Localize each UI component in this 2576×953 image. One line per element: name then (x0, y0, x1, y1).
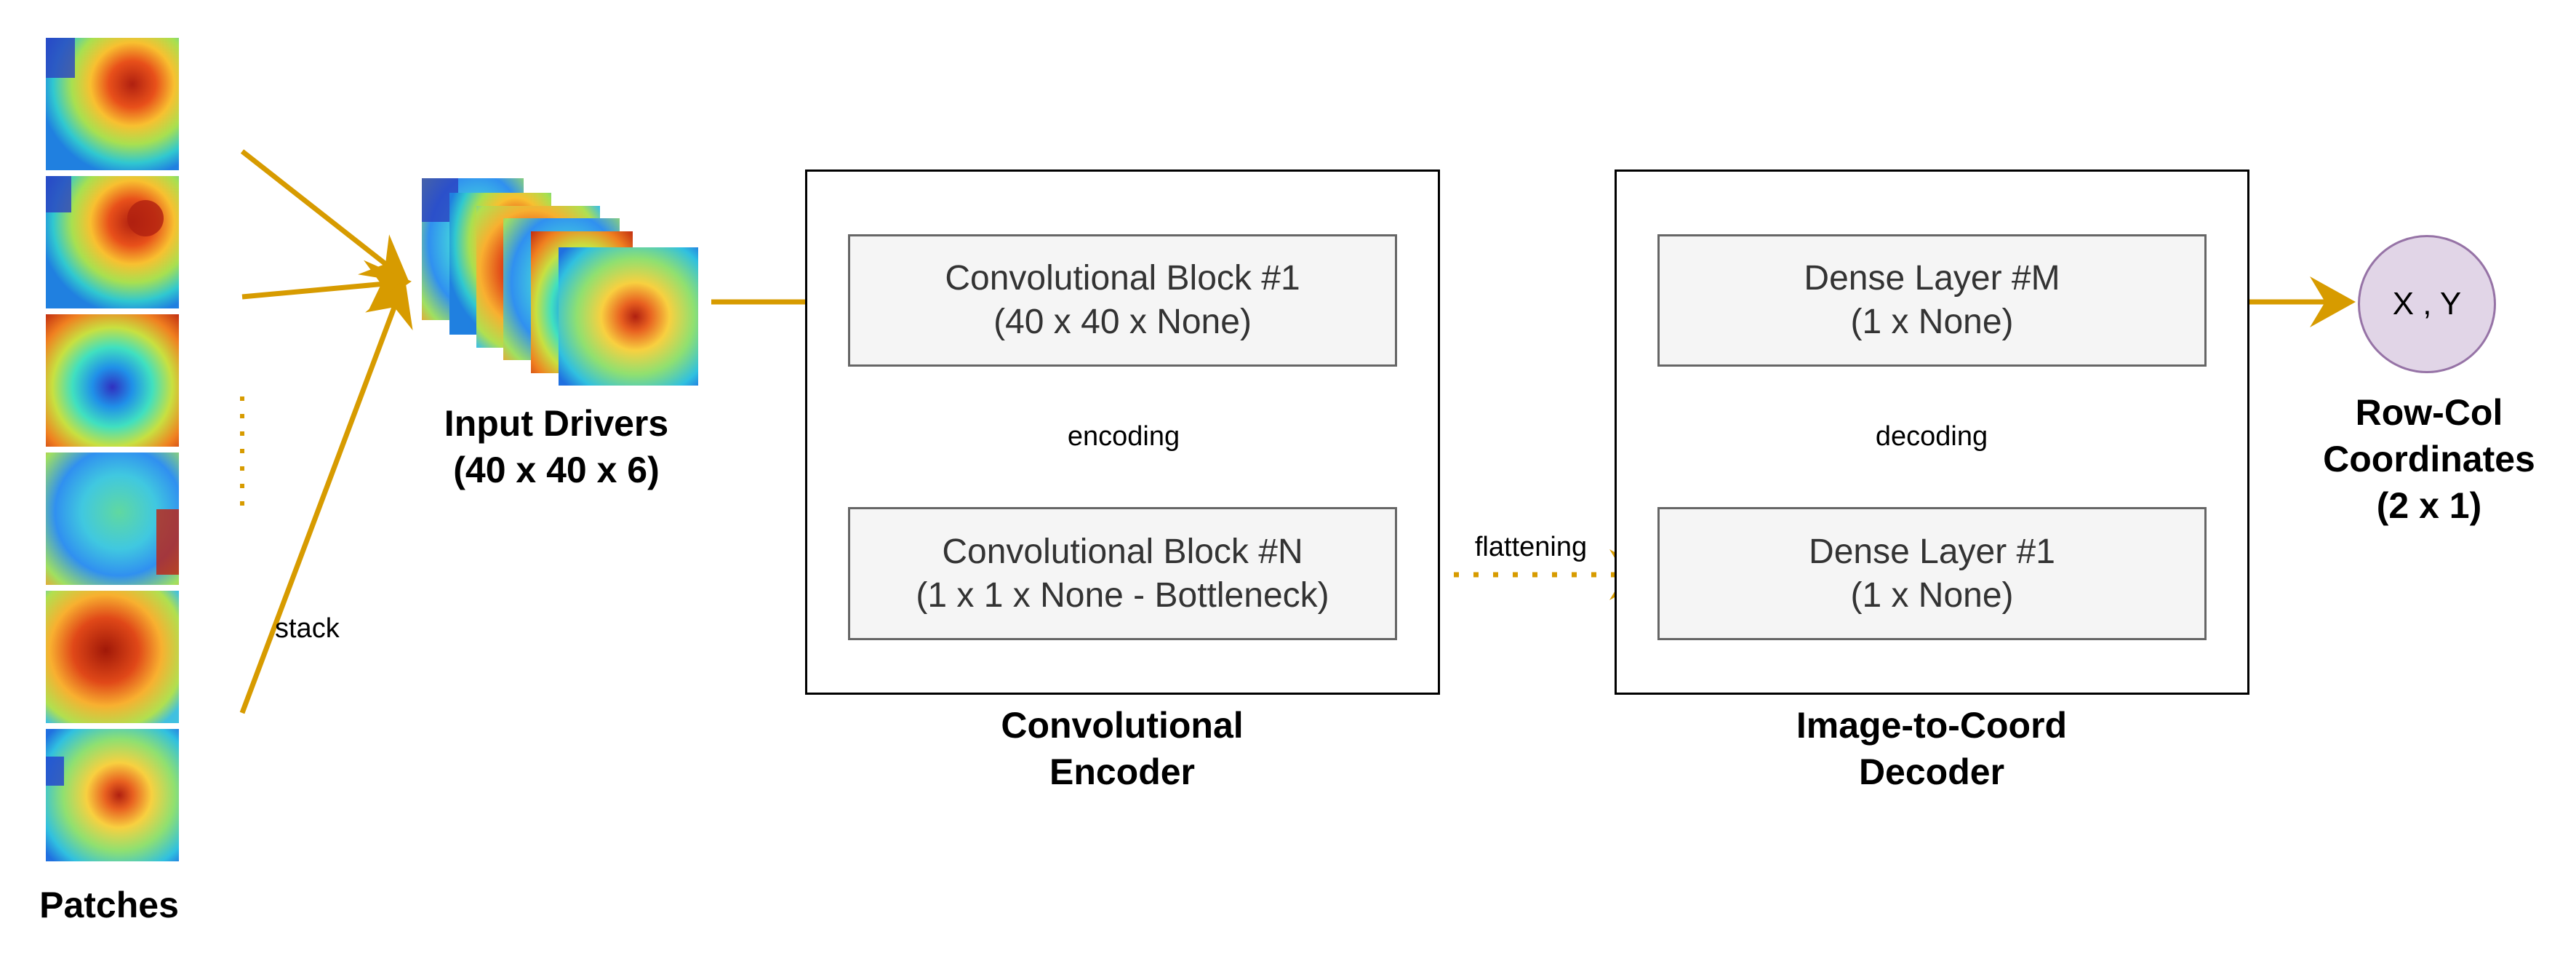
patch-image (46, 38, 179, 170)
input-drivers-label: Input Drivers (40 x 40 x 6) (385, 400, 727, 493)
decoder-title-line2: Decoder (1858, 751, 2005, 792)
input-drivers-shape: (40 x 40 x 6) (453, 450, 660, 490)
output-label-line2: Coordinates (2323, 439, 2535, 479)
conv-block-last[interactable]: Convolutional Block #N (1 x 1 x None - B… (848, 507, 1397, 640)
patch-image (46, 591, 179, 723)
dense-layer-bottom-shape: (1 x None) (1850, 575, 2014, 615)
output-label: Row-Col Coordinates (2 x 1) (2291, 389, 2567, 529)
encoder-title-line1: Convolutional (1001, 705, 1244, 746)
conv-block-first-title: Convolutional Block #1 (945, 259, 1300, 298)
patch-image (46, 452, 179, 585)
conv-block-last-shape: (1 x 1 x None - Bottleneck) (916, 575, 1329, 615)
patches-stack (46, 38, 179, 861)
stack-label: stack (275, 613, 340, 644)
conv-block-first[interactable]: Convolutional Block #1 (40 x 40 x None) (848, 234, 1397, 367)
stack-arrow (241, 260, 412, 311)
dense-layer-top-title: Dense Layer #M (1804, 259, 2060, 298)
input-drivers-title: Input Drivers (444, 403, 669, 444)
encoder-title-line2: Encoder (1049, 751, 1196, 792)
output-label-line1: Row-Col (2355, 392, 2503, 433)
dense-layer-top-shape: (1 x None) (1850, 303, 2014, 341)
patch-image (46, 314, 179, 447)
patch-image (46, 729, 179, 861)
stack-arrow (239, 278, 413, 714)
encoding-label: encoding (1018, 420, 1229, 452)
conv-block-last-title: Convolutional Block #N (942, 532, 1303, 571)
input-drivers-stack (422, 178, 698, 386)
conv-block-first-shape: (40 x 40 x None) (993, 303, 1252, 341)
decoding-label: decoding (1825, 420, 2038, 452)
output-node[interactable]: X , Y (2358, 235, 2496, 373)
encoder-title: Convolutional Encoder (868, 702, 1377, 795)
decoder-title: Image-to-Coord Decoder (1677, 702, 2186, 795)
dense-layer-bottom-title: Dense Layer #1 (1809, 532, 2055, 571)
decoder-title-line1: Image-to-Coord (1796, 705, 2068, 746)
dense-layer-top[interactable]: Dense Layer #M (1 x None) (1657, 234, 2207, 367)
patch-image (46, 176, 179, 308)
patches-label: Patches (39, 885, 179, 925)
flattening-label: flattening (1474, 532, 1588, 562)
stack-arrow (240, 149, 410, 283)
output-label-line3: (2 x 1) (2376, 485, 2482, 526)
dense-layer-bottom[interactable]: Dense Layer #1 (1 x None) (1657, 507, 2207, 640)
